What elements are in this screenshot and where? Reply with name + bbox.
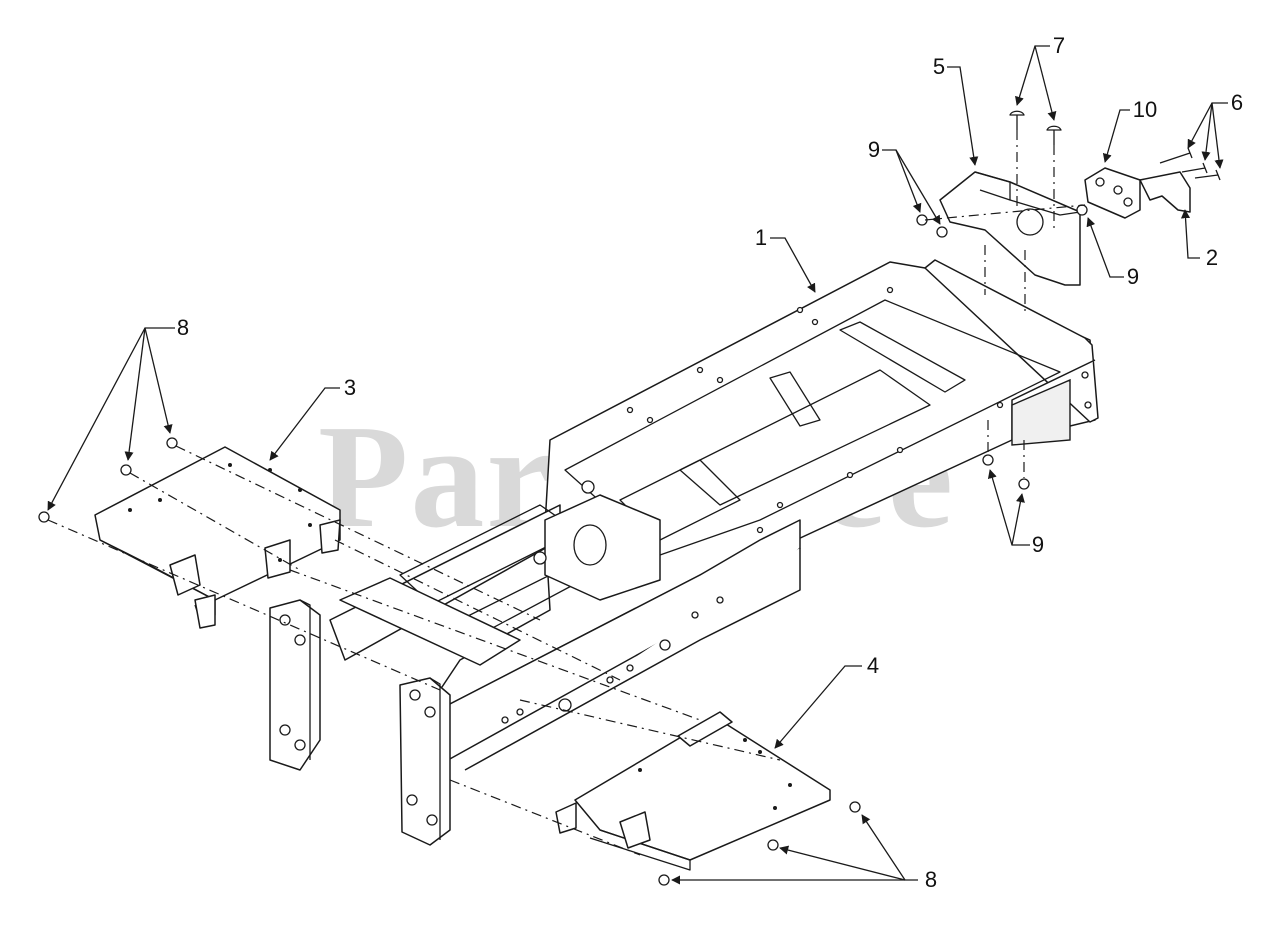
main-frame <box>269 259 1099 846</box>
callout-2: 2 <box>1205 245 1219 270</box>
part-3-plate <box>94 446 341 629</box>
callout-5: 5 <box>932 54 946 79</box>
callout-6: 6 <box>1230 90 1244 115</box>
callout-7: 7 <box>1052 33 1066 58</box>
callout-4: 4 <box>866 653 880 678</box>
callout-3: 3 <box>343 375 357 400</box>
callout-8-left: 8 <box>176 315 190 340</box>
leader-lines <box>47 45 1228 885</box>
frame-holes <box>279 286 1092 826</box>
callout-8-bottom: 8 <box>924 867 938 892</box>
part-4-plate <box>555 711 831 871</box>
callout-9-top-left: 9 <box>867 137 881 162</box>
part-10-bracket <box>1084 167 1141 219</box>
callout-1: 1 <box>754 225 768 250</box>
hardware <box>38 110 1221 886</box>
callout-9-right: 9 <box>1031 532 1045 557</box>
callout-10: 10 <box>1132 97 1158 122</box>
assembly-lines <box>47 130 1086 856</box>
part-2-bracket <box>1139 171 1191 213</box>
part-5-block <box>939 171 1081 286</box>
callout-9-top-right: 9 <box>1126 264 1140 289</box>
